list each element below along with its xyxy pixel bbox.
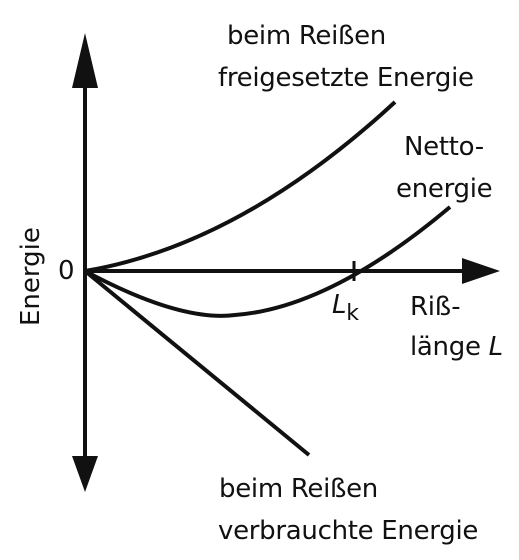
x-axis-label-prefix: länge <box>410 332 489 362</box>
net-energy-curve <box>84 205 452 318</box>
released-energy-label-line1: beim Reißen <box>227 21 386 51</box>
consumed-energy-label-line1: beim Reißen <box>219 474 378 504</box>
net-energy-label-line2: energie <box>396 174 493 204</box>
critical-length-symbol: L <box>332 290 347 320</box>
consumed-energy-label-line2: verbrauchte Energie <box>218 516 479 546</box>
released-energy-curve <box>84 100 397 273</box>
y-axis-arrow-up <box>72 33 98 88</box>
y-axis-label: Energie <box>16 227 46 326</box>
critical-length-subscript: k <box>346 301 359 326</box>
origin-label: 0 <box>58 256 75 286</box>
consumed-energy-line <box>83 269 311 457</box>
y-axis-arrow-down <box>72 456 98 492</box>
x-axis-arrow <box>462 258 500 284</box>
released-energy-label-line2: freigesetzte Energie <box>218 63 474 93</box>
x-axis-label-line1: Riß- <box>410 292 461 322</box>
net-energy-label-line1: Netto- <box>404 132 484 162</box>
x-axis-label-line2: länge L <box>410 331 503 363</box>
critical-length-label: Lk <box>332 289 359 326</box>
x-axis-label-symbol: L <box>488 332 503 362</box>
